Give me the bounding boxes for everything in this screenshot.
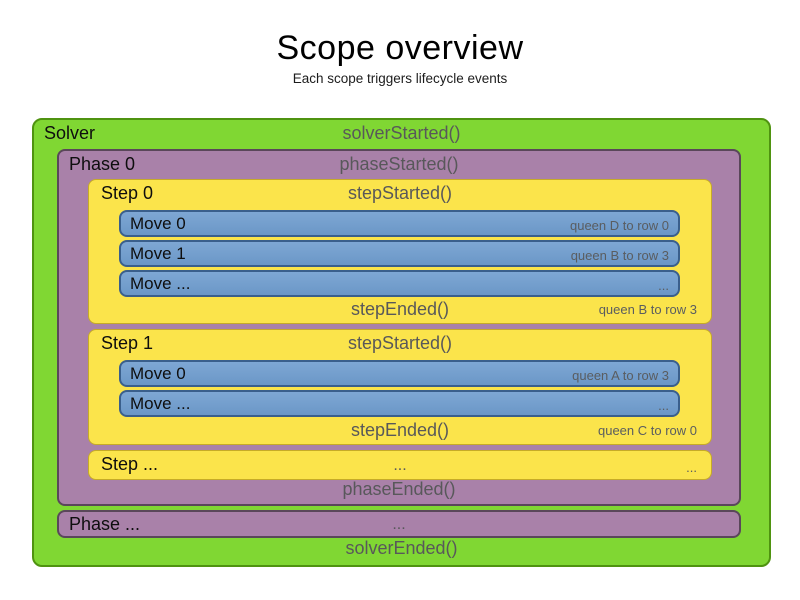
step0-move0-box: Move 0 queen D to row 0 [119, 210, 680, 237]
solver-started-event: solverStarted() [342, 123, 461, 143]
page-subtitle: Each scope triggers lifecycle events [292, 71, 508, 86]
solver-ended-event: solverEnded() [345, 538, 458, 558]
step-more-label: Step ... [101, 454, 159, 474]
step-more-center-dots: ... [393, 457, 407, 474]
solver-scope-box: Solver solverStarted() Phase 0 phaseStar… [32, 118, 771, 567]
phase-more-label: Phase ... [69, 514, 141, 534]
step1-label: Step 1 [101, 333, 154, 353]
step1-started-event: stepStarted() [347, 333, 453, 353]
move-detail: ... [658, 278, 669, 293]
move-label: Move 0 [130, 364, 186, 383]
phase0-scope-box: Phase 0 phaseStarted() Step 0 stepStarte… [57, 149, 741, 506]
step0-move-more-box: Move ... ... [119, 270, 680, 297]
move-label: Move 0 [130, 214, 186, 233]
move-detail: queen B to row 3 [570, 248, 669, 263]
step0-ended-detail: queen B to row 3 [598, 302, 697, 317]
step0-started-event: stepStarted() [347, 183, 453, 203]
step0-label: Step 0 [101, 183, 154, 203]
step1-move-more-box: Move ... ... [119, 390, 680, 417]
move-detail: queen A to row 3 [572, 368, 669, 383]
move-label: Move 1 [130, 244, 186, 263]
step0-scope-box: Step 0 stepStarted() Move 0 queen D to r… [88, 179, 712, 324]
step-more-scope-box: Step ... ... ... [88, 450, 712, 480]
move-detail: ... [658, 398, 669, 413]
step1-scope-box: Step 1 stepStarted() Move 0 queen A to r… [88, 329, 712, 445]
solver-label: Solver [44, 123, 96, 143]
step0-ended-event: stepEnded() [350, 299, 450, 319]
phase0-ended-event: phaseEnded() [342, 479, 456, 499]
phase0-label: Phase 0 [69, 154, 136, 174]
move-label: Move ... [130, 274, 191, 293]
page-title: Scope overview [276, 29, 524, 67]
phase-more-center-dots: ... [392, 516, 406, 533]
move-detail: queen D to row 0 [569, 218, 669, 233]
step1-move0-box: Move 0 queen A to row 3 [119, 360, 680, 387]
phase-more-scope-box: Phase ... ... [57, 510, 741, 538]
step1-ended-detail: queen C to row 0 [597, 423, 697, 438]
step0-move1-box: Move 1 queen B to row 3 [119, 240, 680, 267]
step-more-right-dots: ... [686, 460, 697, 475]
phase0-started-event: phaseStarted() [339, 154, 459, 174]
step1-ended-event: stepEnded() [350, 420, 450, 440]
move-label: Move ... [130, 394, 191, 413]
